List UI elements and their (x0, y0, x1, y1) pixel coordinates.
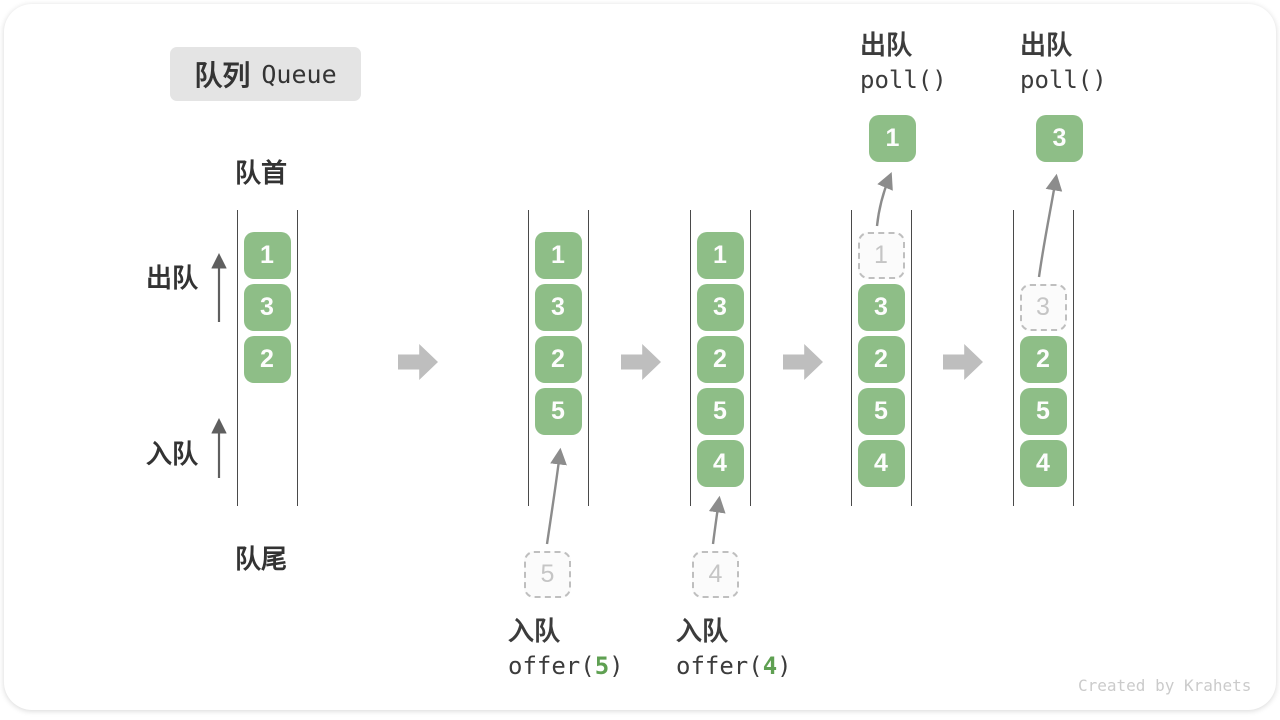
enqueue-side-label: 入队 (146, 439, 199, 469)
queue-item: 3 (857, 284, 905, 331)
operation-poll-1: 出队 poll() (860, 32, 947, 92)
code-suffix: ) (777, 652, 792, 680)
code-prefix: offer( (508, 652, 595, 680)
queue-item-ghost: 1 (857, 232, 905, 279)
staging-item-4: 4 (692, 551, 739, 598)
queue-column-step-1: 1 3 2 (237, 210, 298, 506)
code-arg: 5 (594, 652, 610, 680)
operation-offer-4: 入队 offer(4) (676, 618, 792, 678)
queue-front-label: 队首 (235, 158, 288, 188)
code-arg: 4 (762, 652, 778, 680)
queue-item: 3 (696, 284, 744, 331)
queue-column-step-2: 1 3 2 5 (528, 210, 589, 506)
queue-item: 4 (696, 440, 744, 487)
queue-item: 5 (857, 388, 905, 435)
queue-item: 1 (534, 232, 582, 279)
code-prefix: offer( (676, 652, 763, 680)
queue-item: 1 (696, 232, 744, 279)
queue-item: 3 (534, 284, 582, 331)
operation-code: offer(4) (676, 654, 792, 678)
operation-code: offer(5) (508, 654, 624, 678)
operation-label: 入队 (508, 616, 561, 646)
queue-item: 2 (696, 336, 744, 383)
queue-item: 4 (1019, 440, 1067, 487)
queue-item: 2 (1019, 336, 1067, 383)
operation-label: 入队 (676, 616, 729, 646)
queue-rear-label: 队尾 (235, 544, 288, 574)
queue-item: 2 (534, 336, 582, 383)
queue-column-step-5: 3 2 5 4 (1013, 210, 1074, 506)
dequeue-side-label: 出队 (146, 263, 199, 293)
title-badge: 队列 Queue (170, 47, 361, 101)
queue-item: 1 (243, 232, 291, 279)
operation-code: poll() (860, 66, 947, 94)
operation-offer-5: 入队 offer(5) (508, 618, 624, 678)
staging-item-5: 5 (524, 551, 571, 598)
queue-item: 5 (534, 388, 582, 435)
queue-column-step-4: 1 3 2 5 4 (851, 210, 912, 506)
title-en: Queue (261, 59, 337, 89)
operation-label: 出队 (1020, 30, 1073, 60)
extracted-item-3: 3 (1036, 115, 1083, 162)
queue-item-ghost: 3 (1019, 284, 1067, 331)
queue-item: 5 (696, 388, 744, 435)
title-zh: 队列 (194, 60, 251, 91)
queue-column-step-3: 1 3 2 5 4 (690, 210, 751, 506)
queue-item: 2 (857, 336, 905, 383)
queue-item: 5 (1019, 388, 1067, 435)
operation-poll-2: 出队 poll() (1020, 32, 1107, 92)
queue-item: 3 (243, 284, 291, 331)
watermark: Created by Krahets (1078, 676, 1252, 695)
code-suffix: ) (609, 652, 624, 680)
extracted-item-1: 1 (869, 115, 916, 162)
operation-label: 出队 (860, 30, 913, 60)
operation-code: poll() (1020, 66, 1107, 94)
queue-item: 4 (857, 440, 905, 487)
queue-item: 2 (243, 336, 291, 383)
